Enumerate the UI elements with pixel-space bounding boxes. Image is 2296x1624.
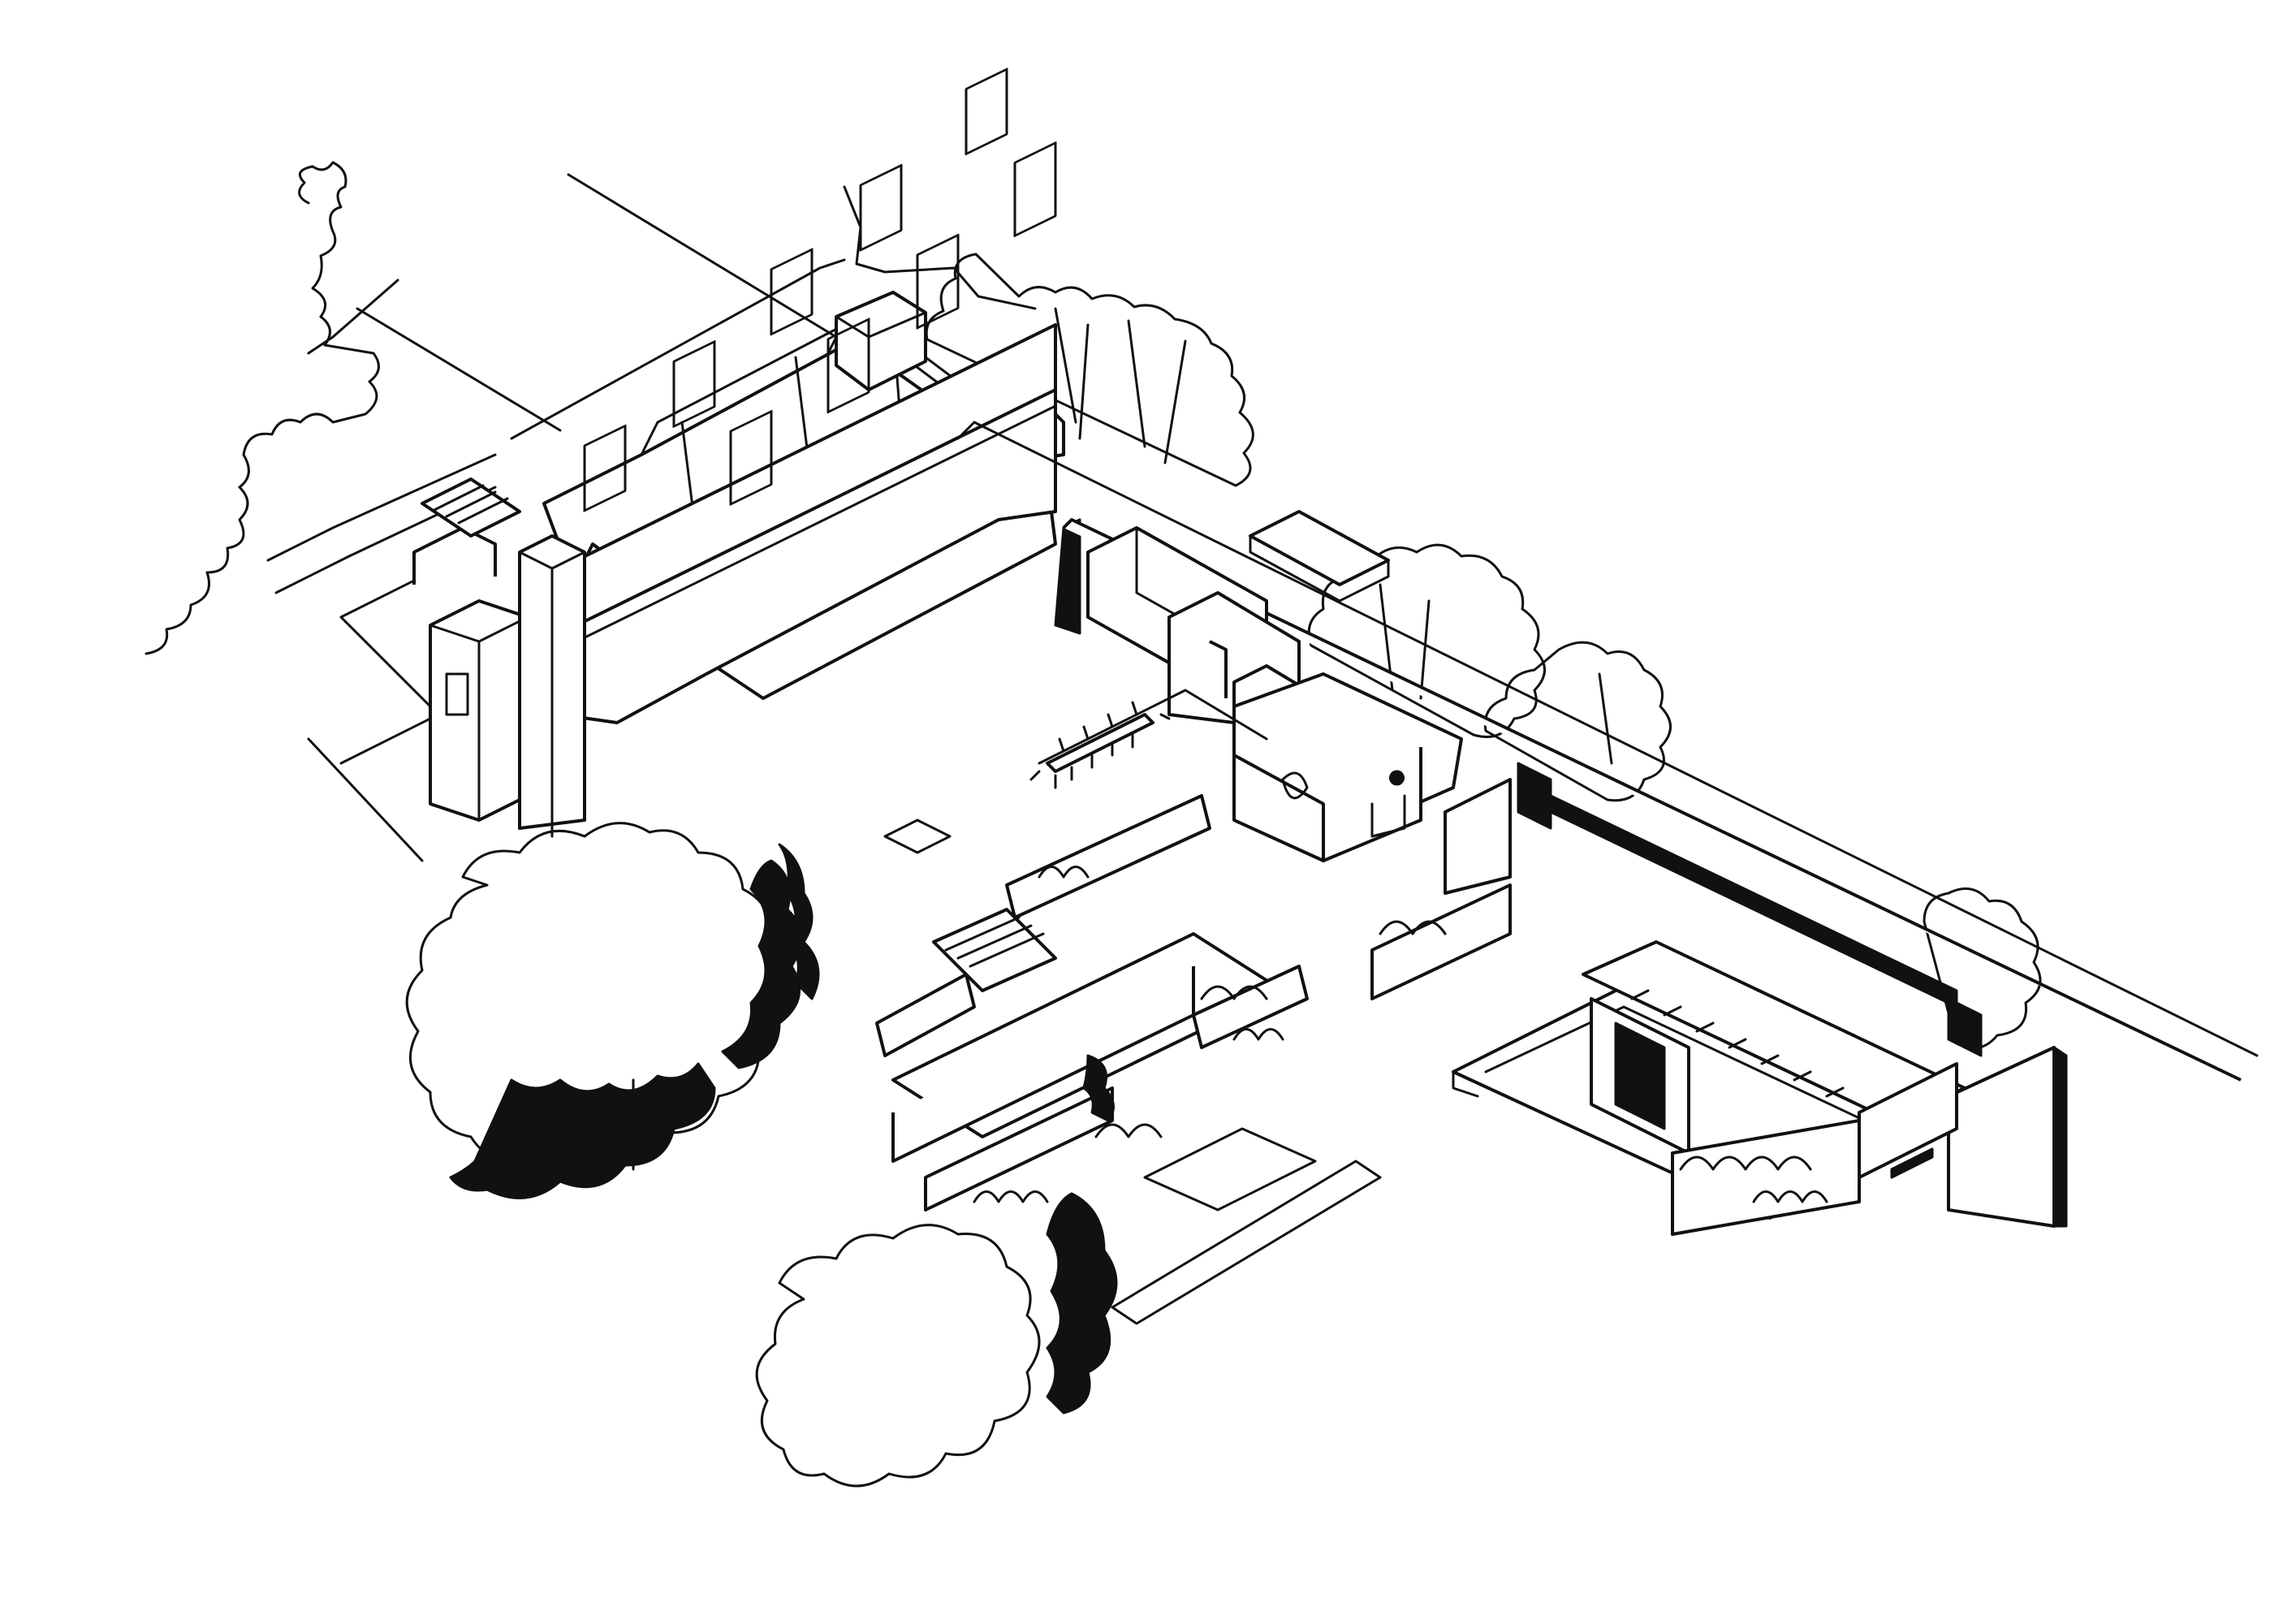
background-trees	[925, 253, 2042, 1050]
site-boundary-lines	[266, 173, 1037, 862]
shadow-accents	[778, 843, 1115, 1122]
dining-table	[1029, 701, 1171, 789]
terrace-steps	[932, 908, 1057, 992]
main-house	[412, 67, 1065, 838]
planting-beds	[875, 794, 1512, 1325]
garden-pavilion	[1452, 940, 1966, 1236]
shrubs	[973, 1028, 1828, 1203]
boundary-wall	[956, 421, 2259, 1228]
house-windows	[583, 67, 1057, 512]
courtyard-outbuilding	[1086, 510, 1463, 862]
left-foliage	[145, 161, 380, 655]
terrace	[883, 689, 1268, 854]
tree-small	[755, 1192, 1118, 1488]
tree-large	[405, 822, 802, 1199]
